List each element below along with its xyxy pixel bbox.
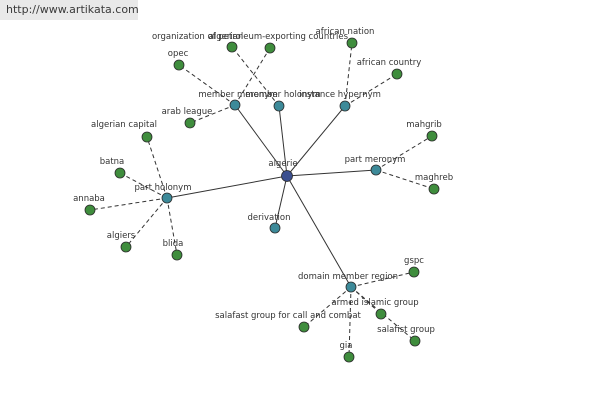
node-label-salafast-group[interactable]: salafast group for call and combat	[215, 311, 361, 321]
edge-domain-member-region-to-salafast-group	[303, 286, 352, 328]
node-label-salafist-group[interactable]: salafist group	[377, 325, 435, 335]
node-label-armed-islamic-group[interactable]: armed islamic group	[331, 298, 418, 308]
node-salafist-group[interactable]	[409, 335, 421, 347]
node-mahgrib[interactable]	[426, 130, 438, 142]
node-salafast-group[interactable]	[298, 321, 310, 333]
node-derivation[interactable]	[269, 222, 281, 234]
node-label-part-meronym[interactable]: part meronym	[345, 155, 406, 165]
node-gspc[interactable]	[408, 266, 420, 278]
edge-algerie-to-member-meronym	[234, 104, 288, 177]
node-label-instance-hypernym[interactable]: instance hypernym	[299, 90, 381, 100]
node-label-algerian[interactable]: algerian	[209, 32, 244, 42]
node-label-arab-league[interactable]: arab league	[162, 107, 213, 117]
node-algiers[interactable]	[120, 241, 132, 253]
edge-instance-hypernym-to-african-country	[344, 73, 398, 107]
edge-member-meronym-to-arab-league	[189, 104, 236, 124]
node-member-holonym[interactable]	[273, 100, 285, 112]
node-african-country[interactable]	[391, 68, 403, 80]
edge-algerie-to-instance-hypernym	[286, 105, 346, 177]
node-layer	[84, 37, 440, 363]
node-label-maghreb[interactable]: maghreb	[415, 173, 453, 183]
node-armed-islamic-group[interactable]	[375, 308, 387, 320]
watermark-url: http://www.artikata.com	[0, 0, 139, 20]
edge-domain-member-region-to-gia	[348, 286, 352, 358]
edge-part-holonym-to-algerian-capital	[146, 136, 168, 199]
node-label-opec[interactable]: opec	[168, 49, 189, 59]
node-label-algiers[interactable]: algiers	[107, 231, 136, 241]
node-instance-hypernym[interactable]	[339, 100, 351, 112]
node-label-gia[interactable]: gia	[340, 341, 353, 351]
edge-domain-member-region-to-gspc	[350, 271, 415, 288]
node-opec[interactable]	[173, 59, 185, 71]
node-member-meronym[interactable]	[229, 99, 241, 111]
edge-part-meronym-to-maghreb	[375, 169, 435, 190]
edge-part-holonym-to-blida	[166, 197, 178, 256]
node-label-domain-member-region[interactable]: domain member region	[298, 272, 398, 282]
node-maghreb[interactable]	[428, 183, 440, 195]
edge-part-holonym-to-algiers	[125, 197, 168, 248]
node-gia[interactable]	[343, 351, 355, 363]
node-part-holonym[interactable]	[161, 192, 173, 204]
edge-part-holonym-to-annaba	[89, 197, 168, 211]
node-label-african-country[interactable]: african country	[357, 58, 422, 68]
node-arab-league[interactable]	[184, 117, 196, 129]
node-label-batna[interactable]: batna	[100, 157, 125, 167]
edge-algerie-to-member-holonym	[278, 105, 288, 177]
node-blida[interactable]	[171, 249, 183, 261]
edge-algerie-to-part-meronym	[286, 169, 377, 177]
node-label-mahgrib[interactable]: mahgrib	[406, 120, 442, 130]
node-african-nation[interactable]	[346, 37, 358, 49]
node-domain-member-region[interactable]	[345, 281, 357, 293]
node-label-gspc[interactable]: gspc	[404, 256, 424, 266]
edge-instance-hypernym-to-african-nation	[344, 42, 353, 107]
node-label-algerie[interactable]: algerie	[268, 159, 297, 169]
node-label-annaba[interactable]: annaba	[73, 194, 105, 204]
edge-member-holonym-to-algerian	[231, 46, 280, 107]
node-algerian[interactable]	[226, 41, 238, 53]
node-algerie[interactable]	[281, 170, 293, 182]
node-label-member-holonym[interactable]: member holonym	[245, 90, 320, 100]
node-algerian-capital[interactable]	[141, 131, 153, 143]
edge-layer	[89, 42, 435, 358]
node-label-blida[interactable]: blida	[163, 239, 184, 249]
edge-algerie-to-domain-member-region	[286, 175, 352, 288]
node-label-african-nation[interactable]: african nation	[316, 27, 375, 37]
edge-part-holonym-to-batna	[119, 172, 168, 199]
node-batna[interactable]	[114, 167, 126, 179]
node-label-part-holonym[interactable]: part holonym	[135, 183, 192, 193]
edge-member-meronym-to-opec	[178, 64, 236, 106]
edge-algerie-to-derivation	[274, 175, 288, 229]
node-label-algerian-capital[interactable]: algerian capital	[91, 120, 157, 130]
node-label-derivation[interactable]: derivation	[247, 213, 290, 223]
node-part-meronym[interactable]	[370, 164, 382, 176]
node-label-member-meronym[interactable]: member meronym	[198, 90, 277, 100]
node-annaba[interactable]	[84, 204, 96, 216]
node-label-organization-petroleum[interactable]: organization of petroleum-exporting coun…	[152, 32, 349, 42]
node-organization-petroleum[interactable]	[264, 42, 276, 54]
edge-algerie-to-part-holonym	[166, 175, 288, 199]
edge-part-meronym-to-mahgrib	[375, 135, 433, 171]
